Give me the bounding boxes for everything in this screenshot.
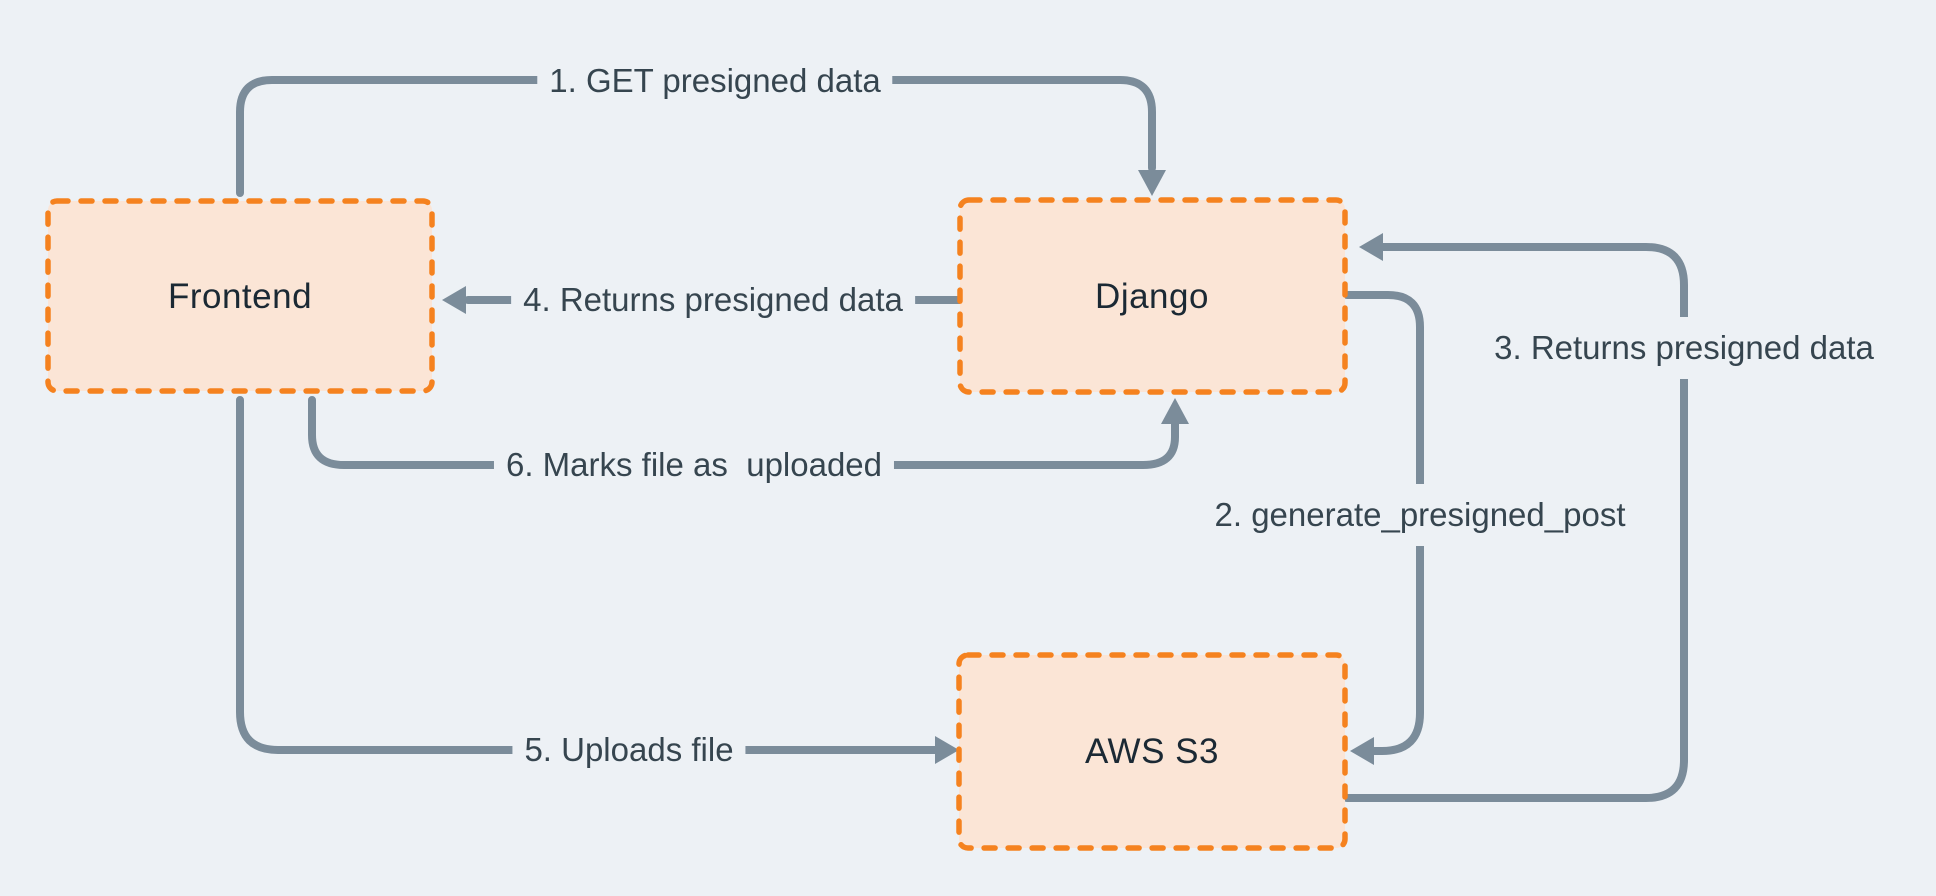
edge-1-get-presigned-data-path bbox=[236, 76, 1156, 197]
edge-2-generate-presigned-post-path bbox=[1343, 291, 1424, 755]
arrowhead-6-up-icon bbox=[1161, 398, 1189, 424]
arrowhead-5-right-icon bbox=[935, 736, 959, 764]
arrowhead-1-down-icon bbox=[1138, 170, 1166, 196]
edge-3-returns-presigned-data-path bbox=[1343, 243, 1688, 802]
node-django-box bbox=[957, 197, 1348, 395]
edge-5-uploads-file-path bbox=[236, 396, 941, 754]
edge-6-marks-file-uploaded-path bbox=[308, 396, 1179, 469]
node-aws-s3-box bbox=[956, 652, 1348, 851]
arrowhead-2-left-icon bbox=[1350, 737, 1374, 765]
node-frontend-box bbox=[45, 198, 435, 394]
node-boxes bbox=[45, 197, 1348, 851]
arrowhead-4-left-icon bbox=[442, 286, 466, 314]
arrowhead-3-left-icon bbox=[1359, 233, 1383, 261]
arrowheads bbox=[442, 170, 1383, 765]
